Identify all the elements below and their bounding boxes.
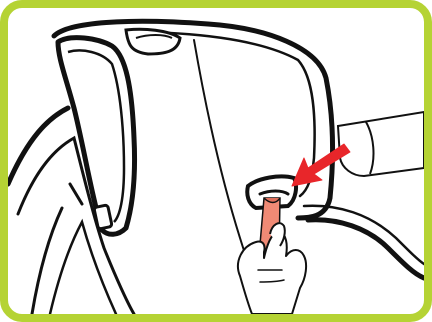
side-clip [94, 205, 112, 229]
arrow-icon [292, 144, 350, 186]
car-seat-illustration [8, 8, 424, 314]
hand-icon [238, 232, 306, 314]
adult-arm-sleeve [338, 112, 424, 176]
headrest-handle [126, 29, 180, 54]
side-clip-line [70, 184, 82, 204]
seat-side-shell-line-2 [50, 222, 116, 314]
seat-side-shell-line [32, 208, 62, 314]
